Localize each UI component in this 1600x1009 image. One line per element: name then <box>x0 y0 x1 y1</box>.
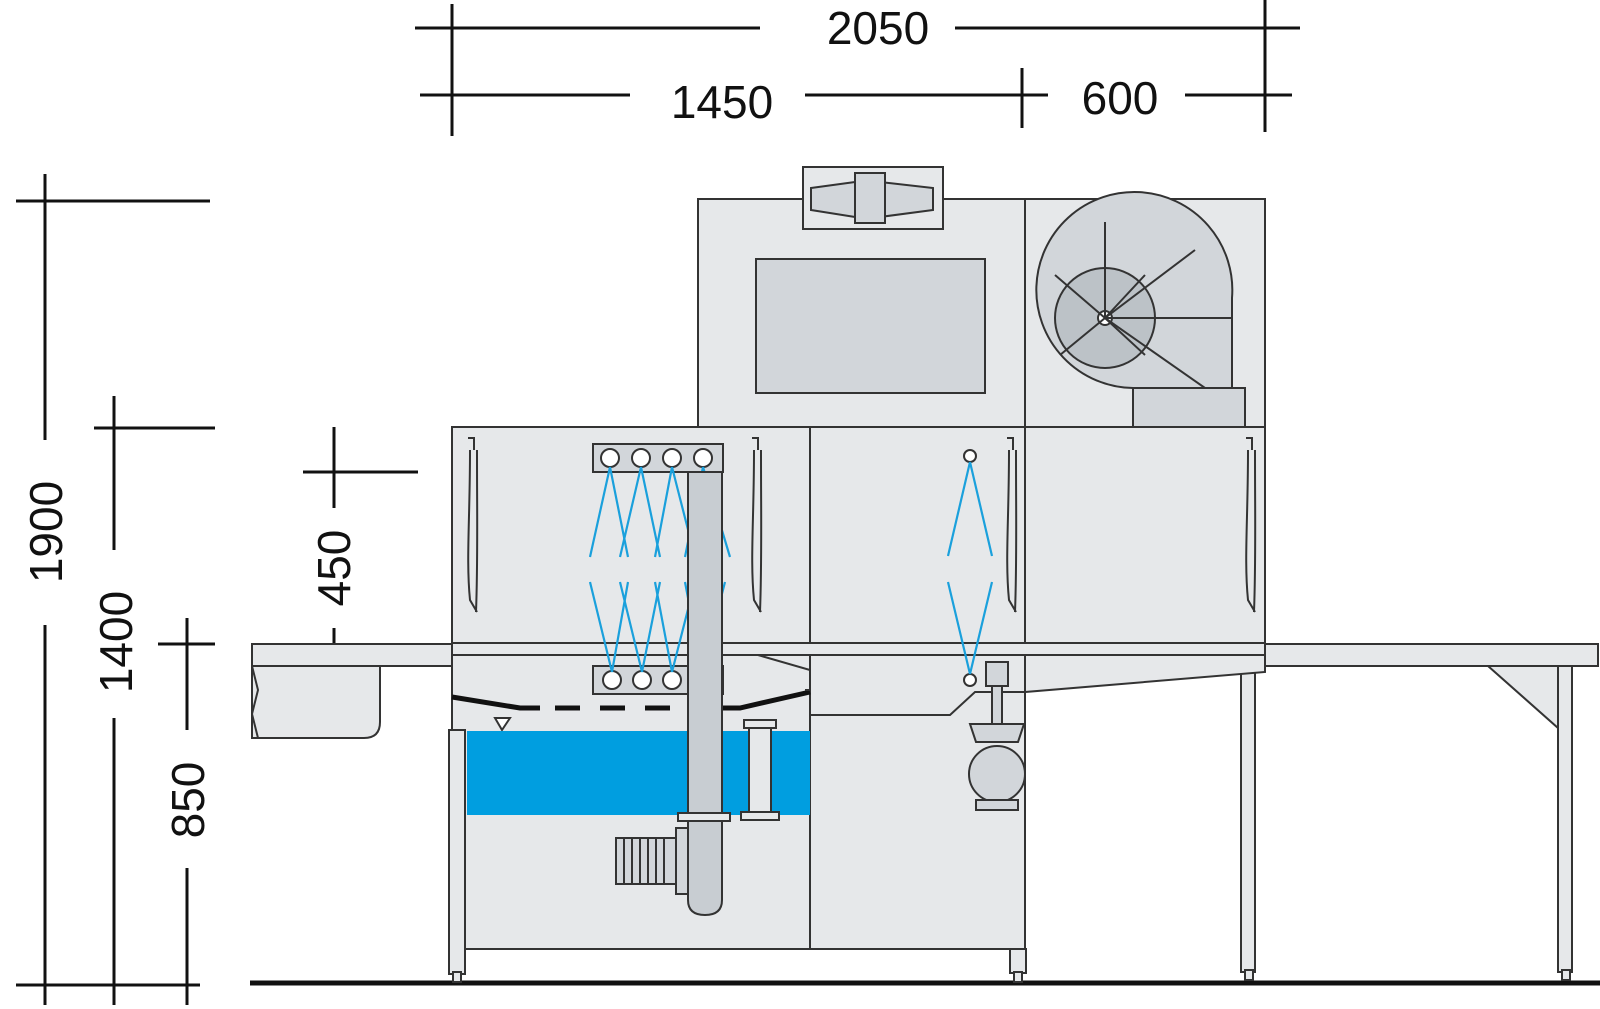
outfeed-table <box>1240 643 1599 981</box>
rinse-spray-pattern <box>946 449 994 687</box>
infeed-table <box>250 643 453 739</box>
dimension-opening-height: 450 <box>308 530 360 607</box>
wash-tank-body <box>448 426 1266 983</box>
dimension-upper-height: 1400 <box>90 591 142 693</box>
dimension-right-width: 600 <box>1082 72 1159 124</box>
width-dimensions: 2050 1450 600 <box>415 0 1300 136</box>
water-level-icon <box>493 717 512 732</box>
dimension-left-width: 1450 <box>671 76 773 128</box>
dimension-total-height: 1900 <box>20 481 72 583</box>
height-dimensions: 1900 1400 450 850 <box>16 174 418 1005</box>
upper-hood <box>697 166 1026 428</box>
fan-unit <box>1024 191 1266 454</box>
dimension-overall-width: 2050 <box>827 2 929 54</box>
tank-filter <box>451 654 811 732</box>
curtains <box>467 437 1257 613</box>
dimension-table-height: 850 <box>162 762 214 839</box>
inspection-panel <box>755 258 986 394</box>
wash-pump <box>615 471 780 917</box>
rinse-pump <box>968 661 1026 811</box>
